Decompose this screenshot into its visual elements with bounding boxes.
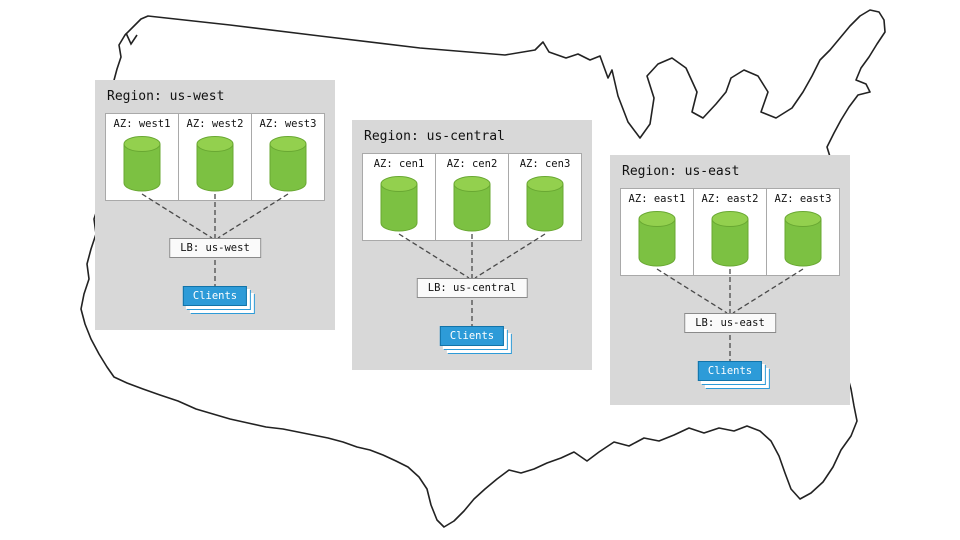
az-cell: AZ: west2 [179, 114, 252, 200]
az-cell: AZ: east1 [621, 189, 694, 275]
load-balancer: LB: us-west [169, 238, 261, 258]
region-title: Region: us-central [364, 129, 505, 144]
az-label: AZ: cen3 [519, 158, 571, 170]
clients: Clients [439, 326, 505, 346]
load-balancer: LB: us-central [416, 278, 528, 298]
region-us-west: Region: us-west AZ: west1 AZ: west2 AZ: … [95, 80, 335, 330]
database-cylinder-icon [196, 136, 234, 192]
az-label: AZ: west3 [259, 118, 317, 130]
database-cylinder-icon [711, 211, 749, 267]
az-label: AZ: east2 [701, 193, 759, 205]
region-title: Region: us-east [622, 164, 740, 179]
database-cylinder-icon [638, 211, 676, 267]
az-cell: AZ: cen3 [509, 154, 581, 240]
az-panel: AZ: cen1 AZ: cen2 AZ: cen3 [362, 153, 582, 241]
database-cylinder-icon [784, 211, 822, 267]
database-cylinder-icon [380, 176, 418, 232]
az-label: AZ: cen2 [446, 158, 498, 170]
region-title: Region: us-west [107, 89, 225, 104]
az-panel: AZ: west1 AZ: west2 AZ: west3 [105, 113, 325, 201]
az-cell: AZ: west1 [106, 114, 179, 200]
az-cell: AZ: east2 [694, 189, 767, 275]
database-cylinder-icon [123, 136, 161, 192]
region-us-central: Region: us-central AZ: cen1 AZ: cen2 AZ:… [352, 120, 592, 370]
clients: Clients [697, 361, 763, 381]
database-cylinder-icon [526, 176, 564, 232]
az-label: AZ: west1 [113, 118, 171, 130]
database-cylinder-icon [453, 176, 491, 232]
az-label: AZ: cen1 [373, 158, 425, 170]
clients: Clients [182, 286, 248, 306]
database-cylinder-icon [269, 136, 307, 192]
az-cell: AZ: cen2 [436, 154, 509, 240]
az-label: AZ: east3 [774, 193, 832, 205]
az-label: AZ: west2 [186, 118, 244, 130]
az-label: AZ: east1 [628, 193, 686, 205]
region-us-east: Region: us-east AZ: east1 AZ: east2 AZ: … [610, 155, 850, 405]
az-panel: AZ: east1 AZ: east2 AZ: east3 [620, 188, 840, 276]
az-cell: AZ: cen1 [363, 154, 436, 240]
az-cell: AZ: west3 [252, 114, 324, 200]
load-balancer: LB: us-east [684, 313, 776, 333]
az-cell: AZ: east3 [767, 189, 839, 275]
